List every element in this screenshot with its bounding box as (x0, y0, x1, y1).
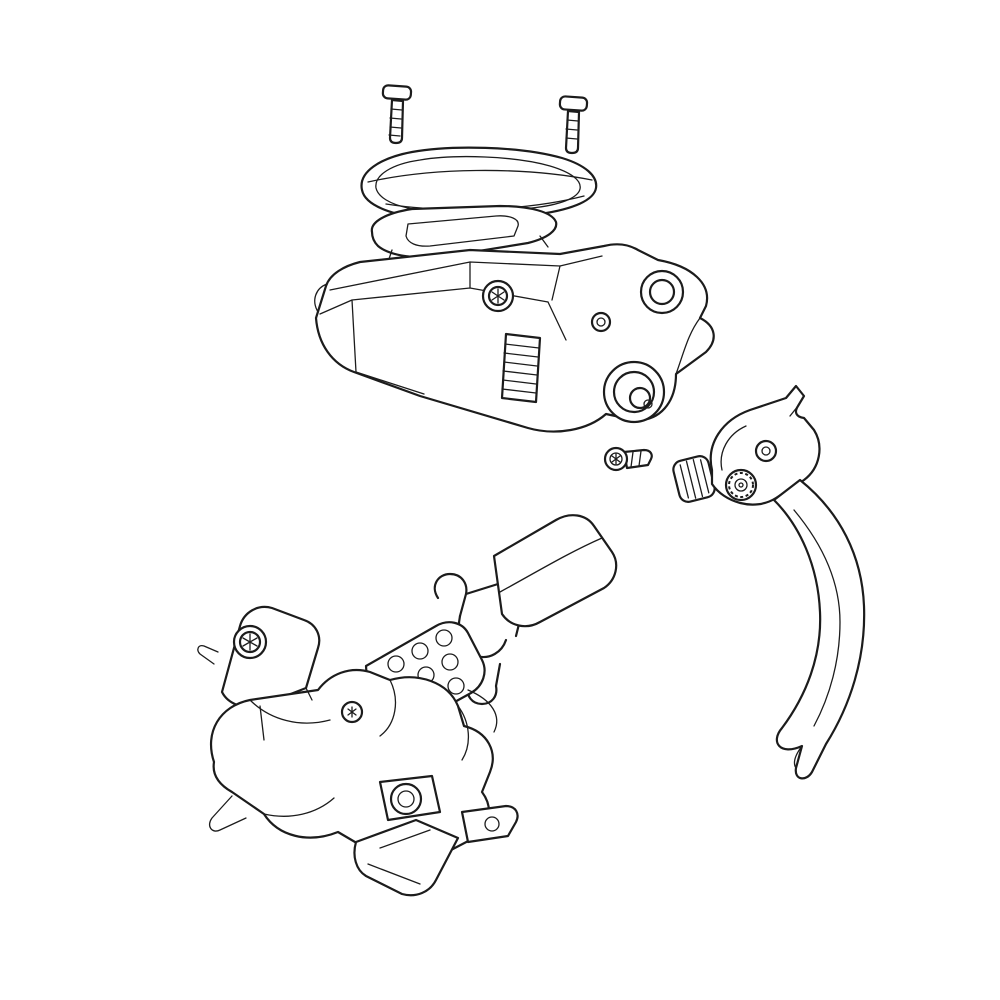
caliper-mounting-torx-icon (232, 624, 268, 660)
caliper-body-icon (197, 605, 494, 870)
bleed-screw-icon (603, 446, 653, 472)
adjuster-barrel-icon (500, 332, 542, 404)
lever-blade-icon (772, 478, 866, 780)
hose-clamp-icon (460, 804, 519, 844)
contact-adjust-dial-icon (724, 468, 758, 502)
caliper-foot-icon (353, 818, 460, 897)
brake-pad-icon (492, 514, 618, 628)
cover-bolt-right-icon (558, 95, 589, 155)
cover-bolt-left-icon (381, 84, 413, 145)
reach-adjust-knob-icon (672, 455, 716, 503)
banjo-fitting-icon (378, 774, 442, 822)
